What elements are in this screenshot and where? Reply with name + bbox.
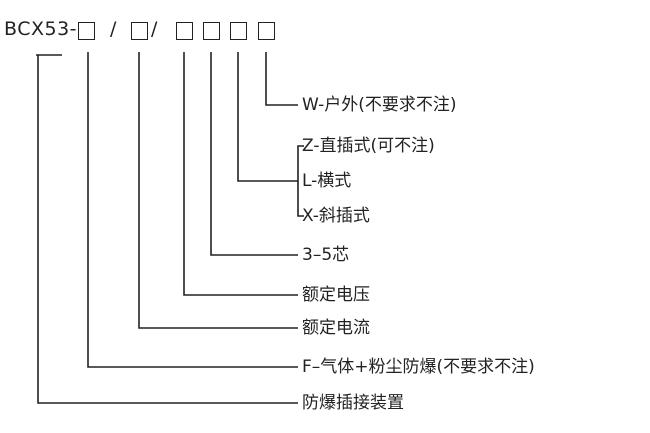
connector-rated-current	[138, 52, 298, 329]
style-bracket	[297, 145, 304, 217]
connector-plug-device	[37, 55, 298, 404]
code-box-style	[230, 22, 247, 40]
connector-cores	[210, 52, 298, 256]
label-horizontal: L-横式	[302, 171, 352, 191]
code-box-cores	[203, 22, 220, 40]
code-separator-2: /	[151, 18, 158, 40]
connector-rated-voltage	[183, 52, 298, 296]
code-box-current	[131, 22, 148, 40]
connector-outdoor	[265, 52, 298, 106]
label-oblique-plug: X-斜插式	[302, 206, 370, 226]
code-box-type	[78, 22, 95, 40]
label-explosion-proof-plug-device: 防爆插接装置	[302, 393, 404, 413]
label-straight-plug: Z-直插式(可不注)	[302, 136, 435, 156]
label-rated-voltage: 额定电压	[302, 285, 370, 305]
label-gas-dust-explosion-proof: F–气体+粉尘防爆(不要求不注)	[302, 357, 535, 377]
model-prefix: BCX53-	[4, 18, 78, 40]
code-separator-1: /	[110, 18, 117, 40]
label-cores: 3–5芯	[302, 245, 350, 265]
label-rated-current: 额定电流	[302, 318, 370, 338]
code-box-outdoor	[258, 22, 275, 40]
connector-style	[237, 52, 298, 182]
label-outdoor: W-户外(不要求不注)	[302, 95, 457, 115]
connector-explosion-proof	[87, 52, 298, 368]
code-box-voltage	[176, 22, 193, 40]
